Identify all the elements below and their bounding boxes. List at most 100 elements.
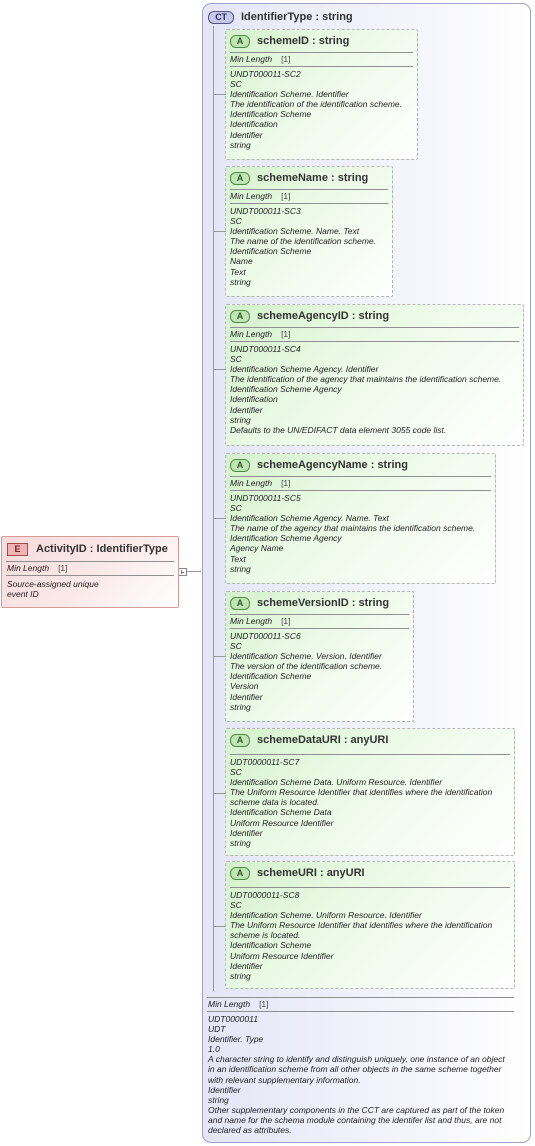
doc-line: Identification Scheme — [230, 109, 312, 120]
expand-icon[interactable] — [178, 568, 187, 576]
min-length-row: Min Length[1] — [226, 477, 495, 490]
doc-line: string — [230, 414, 251, 425]
attribute-link-line — [214, 94, 226, 95]
doc-line: UDT0000011-SC8 — [230, 890, 300, 900]
attribute-title: schemeName : string — [257, 172, 369, 184]
divider — [230, 341, 519, 342]
attribute-badge: A — [230, 309, 250, 323]
divider — [230, 66, 413, 67]
attribute-box[interactable]: A schemeAgencyID : string Min Length[1] … — [214, 304, 524, 446]
complex-type-title: IdentifierType : string — [241, 11, 353, 23]
complex-type-box: CT IdentifierType : string A schemeID : … — [202, 3, 531, 1143]
element-title: ActivityID : IdentifierType — [36, 543, 168, 555]
doc-line: The version of the identification scheme… — [230, 661, 383, 672]
doc-line: The name of the identification scheme. — [230, 236, 376, 247]
doc-line: UDT0000011 — [208, 1014, 258, 1024]
doc-line: Source-assigned unique event ID — [7, 579, 99, 600]
attribute-box[interactable]: A schemeID : string Min Length[1] UNDT00… — [214, 29, 418, 160]
doc-line: Defaults to the UN/EDIFACT data element … — [230, 424, 447, 435]
attribute-link-line — [214, 231, 226, 232]
attribute-link-line — [214, 518, 226, 519]
doc-line: The identification of the agency that ma… — [230, 374, 502, 385]
doc-line: The identification of the identification… — [230, 99, 402, 110]
doc-line: string — [230, 276, 251, 287]
doc-line: Identification Scheme Agency. Name. Text — [230, 513, 389, 524]
element-box[interactable]: E ActivityID : IdentifierType Min Length… — [1, 536, 179, 608]
doc-line: Identifier — [230, 827, 263, 838]
doc-line: UNDT000011-SC4 — [230, 344, 301, 354]
attribute-badge: A — [230, 458, 250, 472]
doc-line: Text — [230, 553, 246, 564]
doc-line: 1.0 — [208, 1044, 220, 1055]
attribute-box[interactable]: A schemeAgencyName : string Min Length[1… — [214, 453, 496, 584]
divider — [230, 628, 409, 629]
doc-line: SC — [230, 503, 242, 514]
min-length-value: [1] — [58, 563, 68, 573]
divider — [6, 561, 174, 562]
sequence-connector-line — [213, 26, 214, 991]
attribute-badge: A — [230, 34, 250, 48]
attribute-box[interactable]: A schemeName : string Min Length[1] UNDT… — [214, 166, 393, 297]
doc-line: SC — [230, 900, 242, 911]
doc-line: Identification Scheme Agency — [230, 384, 342, 395]
doc-line: UNDT000011-SC2 — [230, 69, 301, 79]
doc-line: Identification Scheme Data. Uniform Reso… — [230, 777, 443, 788]
doc-line: A character string to identify and disti… — [208, 1054, 505, 1085]
doc-line: Identifier — [230, 404, 263, 415]
divider — [230, 754, 510, 755]
doc-line: SC — [230, 767, 242, 778]
doc-line: string — [230, 837, 251, 848]
doc-line: Identification — [230, 394, 278, 405]
attribute-title: schemeDataURI : anyURI — [257, 734, 389, 746]
min-length-row: Min Length[1] — [226, 328, 523, 341]
divider — [207, 997, 514, 998]
min-length-label: Min Length — [230, 329, 273, 339]
min-length-label: Min Length — [230, 616, 273, 626]
doc-line: Identification Scheme Data — [230, 807, 332, 818]
doc-line: UDT0000011-SC7 — [230, 757, 300, 767]
divider — [207, 1011, 514, 1012]
attribute-title: schemeAgencyName : string — [257, 459, 408, 471]
doc-line: The Uniform Resource Identifier that ide… — [230, 920, 493, 941]
doc-line: Other supplementary components in the CC… — [208, 1104, 505, 1136]
doc-line: UNDT000011-SC5 — [230, 493, 301, 503]
min-length-row: Min Length [1] — [2, 562, 178, 575]
min-length-row: Min Length[1] — [226, 190, 392, 203]
doc-line: Identification Scheme. Version. Identifi… — [230, 651, 382, 662]
doc-line: Identification — [230, 119, 278, 130]
divider — [230, 887, 510, 888]
doc-line: UNDT000011-SC3 — [230, 206, 301, 216]
attribute-title: schemeAgencyID : string — [257, 310, 390, 322]
element-connector-line — [179, 571, 201, 572]
doc-line: string — [208, 1094, 229, 1105]
min-length-label: Min Length — [230, 191, 273, 201]
divider — [230, 327, 519, 328]
doc-line: SC — [230, 79, 242, 90]
doc-line: Identification Scheme Agency. Identifier — [230, 364, 379, 375]
complex-type-header: CT IdentifierType : string — [208, 10, 353, 24]
doc-line: Identifier. Type — [208, 1034, 264, 1045]
min-length-row: Min Length[1] — [207, 998, 514, 1011]
doc-line: Identification Scheme. Name. Text — [230, 226, 360, 237]
min-length-label: Min Length — [7, 563, 50, 573]
doc-line: string — [230, 701, 251, 712]
divider — [230, 189, 388, 190]
min-length-row: Min Length[1] — [226, 615, 413, 628]
doc-line: Identification Scheme — [230, 246, 312, 257]
doc-line: Version — [230, 681, 259, 692]
doc-line: Identification Scheme Agency — [230, 533, 342, 544]
doc-line: Identification Scheme. Uniform Resource.… — [230, 910, 422, 921]
doc-line: Identification Scheme. Identifier — [230, 89, 349, 100]
doc-line: Agency Name — [230, 543, 284, 554]
min-length-row: Min Length[1] — [226, 53, 417, 66]
attribute-link-line — [214, 369, 226, 370]
divider — [230, 476, 491, 477]
attribute-box[interactable]: A schemeVersionID : string Min Length[1]… — [214, 591, 414, 722]
doc-line: Identifier — [208, 1084, 241, 1095]
